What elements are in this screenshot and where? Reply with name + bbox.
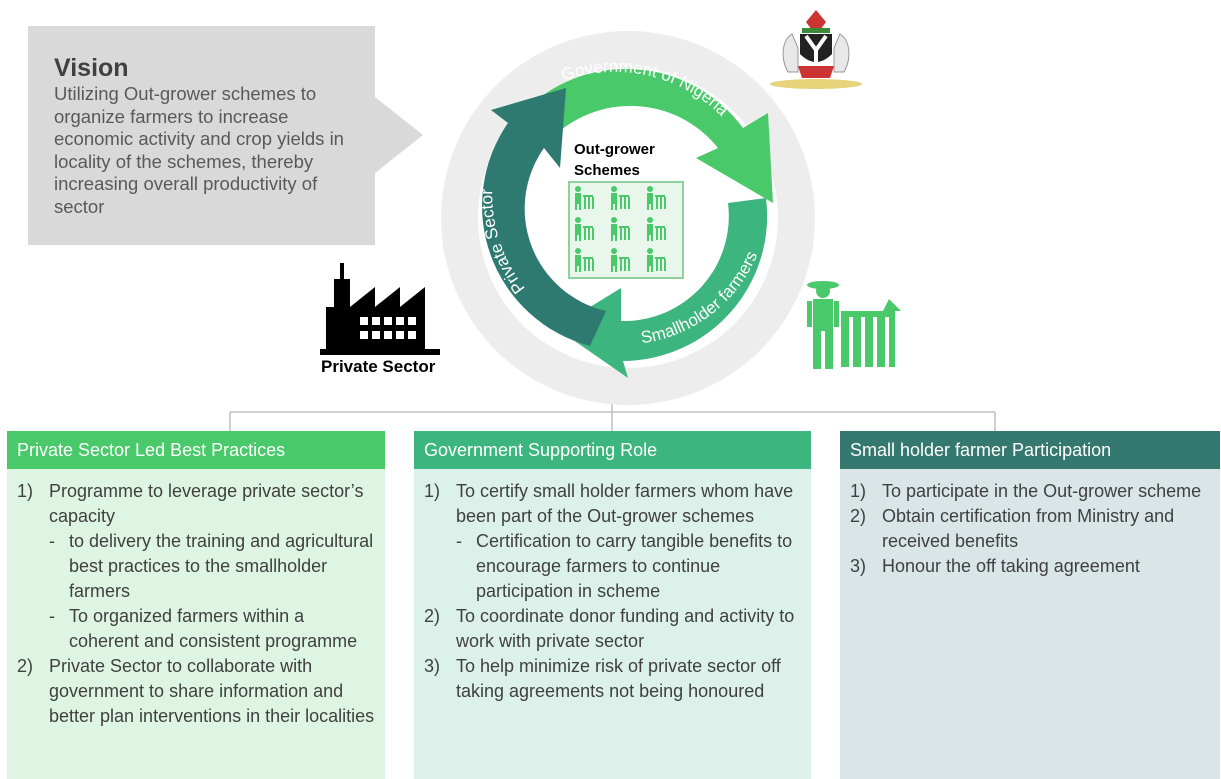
list-item: 3) Honour the off taking agreement	[850, 554, 1212, 579]
sub-item-text: To organized farmers within a coherent a…	[69, 606, 358, 651]
smallholder-arrow	[556, 198, 768, 378]
center-title: Out-grower Schemes	[574, 139, 655, 181]
factory-icon	[320, 263, 440, 355]
column-title: Private Sector Led Best Practices	[7, 431, 385, 469]
item-text: Programme to leverage private sector’s c…	[49, 481, 364, 526]
item-number: 1)	[424, 481, 441, 501]
vision-body: Utilizing Out-grower schemes to organize…	[54, 83, 344, 217]
center-title-line2: Schemes	[574, 162, 640, 179]
item-text: To coordinate donor funding and activity…	[456, 606, 795, 651]
column-private-sector: Private Sector Led Best Practices 1) Pro…	[7, 431, 385, 779]
list-item: 1) To participate in the Out-grower sche…	[850, 479, 1212, 504]
sub-item-text: Certification to carry tangible benefits…	[476, 531, 793, 601]
column-smallholder: Small holder farmer Participation 1) To …	[840, 431, 1220, 779]
item-number: 3)	[424, 656, 441, 676]
vision-title: Vision	[54, 54, 129, 82]
item-text: Honour the off taking agreement	[882, 556, 1140, 576]
dash-bullet: -	[456, 531, 462, 551]
item-text: Private Sector to collaborate with gover…	[49, 656, 375, 726]
vision-arrow-icon	[375, 97, 423, 173]
item-number: 2)	[850, 506, 867, 526]
list-item: 2) To coordinate donor funding and activ…	[424, 604, 803, 654]
farmer-icon	[807, 281, 901, 369]
sub-item: - To organized farmers within a coherent…	[49, 604, 377, 654]
list-item: 1) Programme to leverage private sector’…	[17, 479, 377, 529]
item-number: 2)	[424, 606, 441, 626]
dash-bullet: -	[49, 606, 55, 626]
factory-label: Private Sector	[321, 357, 436, 376]
vision-box: Vision Utilizing Out-grower schemes to o…	[28, 26, 375, 245]
sub-item-text: to delivery the training and agricultura…	[69, 531, 374, 601]
sub-item: - to delivery the training and agricultu…	[49, 529, 377, 604]
item-number: 1)	[850, 481, 867, 501]
list-item: 2) Private Sector to collaborate with go…	[17, 654, 377, 729]
column-body: 1) To participate in the Out-grower sche…	[840, 469, 1220, 779]
farmer-group-icon	[568, 181, 684, 279]
column-government: Government Supporting Role 1) To certify…	[414, 431, 811, 779]
item-text: Obtain certification from Ministry and r…	[882, 506, 1175, 551]
sub-item: - Certification to carry tangible benefi…	[456, 529, 803, 604]
column-body: 1) To certify small holder farmers whom …	[414, 469, 811, 779]
item-number: 1)	[17, 481, 34, 501]
list-item: 2) Obtain certification from Ministry an…	[850, 504, 1212, 554]
item-text: To participate in the Out-grower scheme	[882, 481, 1202, 501]
column-title: Government Supporting Role	[414, 431, 811, 469]
item-text: To certify small holder farmers whom hav…	[456, 481, 794, 526]
nigeria-coat-of-arms-icon	[770, 10, 862, 89]
list-item: 3) To help minimize risk of private sect…	[424, 654, 803, 704]
item-number: 2)	[17, 656, 34, 676]
item-number: 3)	[850, 556, 867, 576]
list-item: 1) To certify small holder farmers whom …	[424, 479, 803, 529]
private-sector-arrow	[482, 88, 606, 346]
column-body: 1) Programme to leverage private sector’…	[7, 469, 385, 779]
government-arrow	[520, 68, 773, 203]
column-title: Small holder farmer Participation	[840, 431, 1220, 469]
dash-bullet: -	[49, 531, 55, 551]
center-title-line1: Out-grower	[574, 141, 655, 158]
item-text: To help minimize risk of private sector …	[456, 656, 781, 701]
